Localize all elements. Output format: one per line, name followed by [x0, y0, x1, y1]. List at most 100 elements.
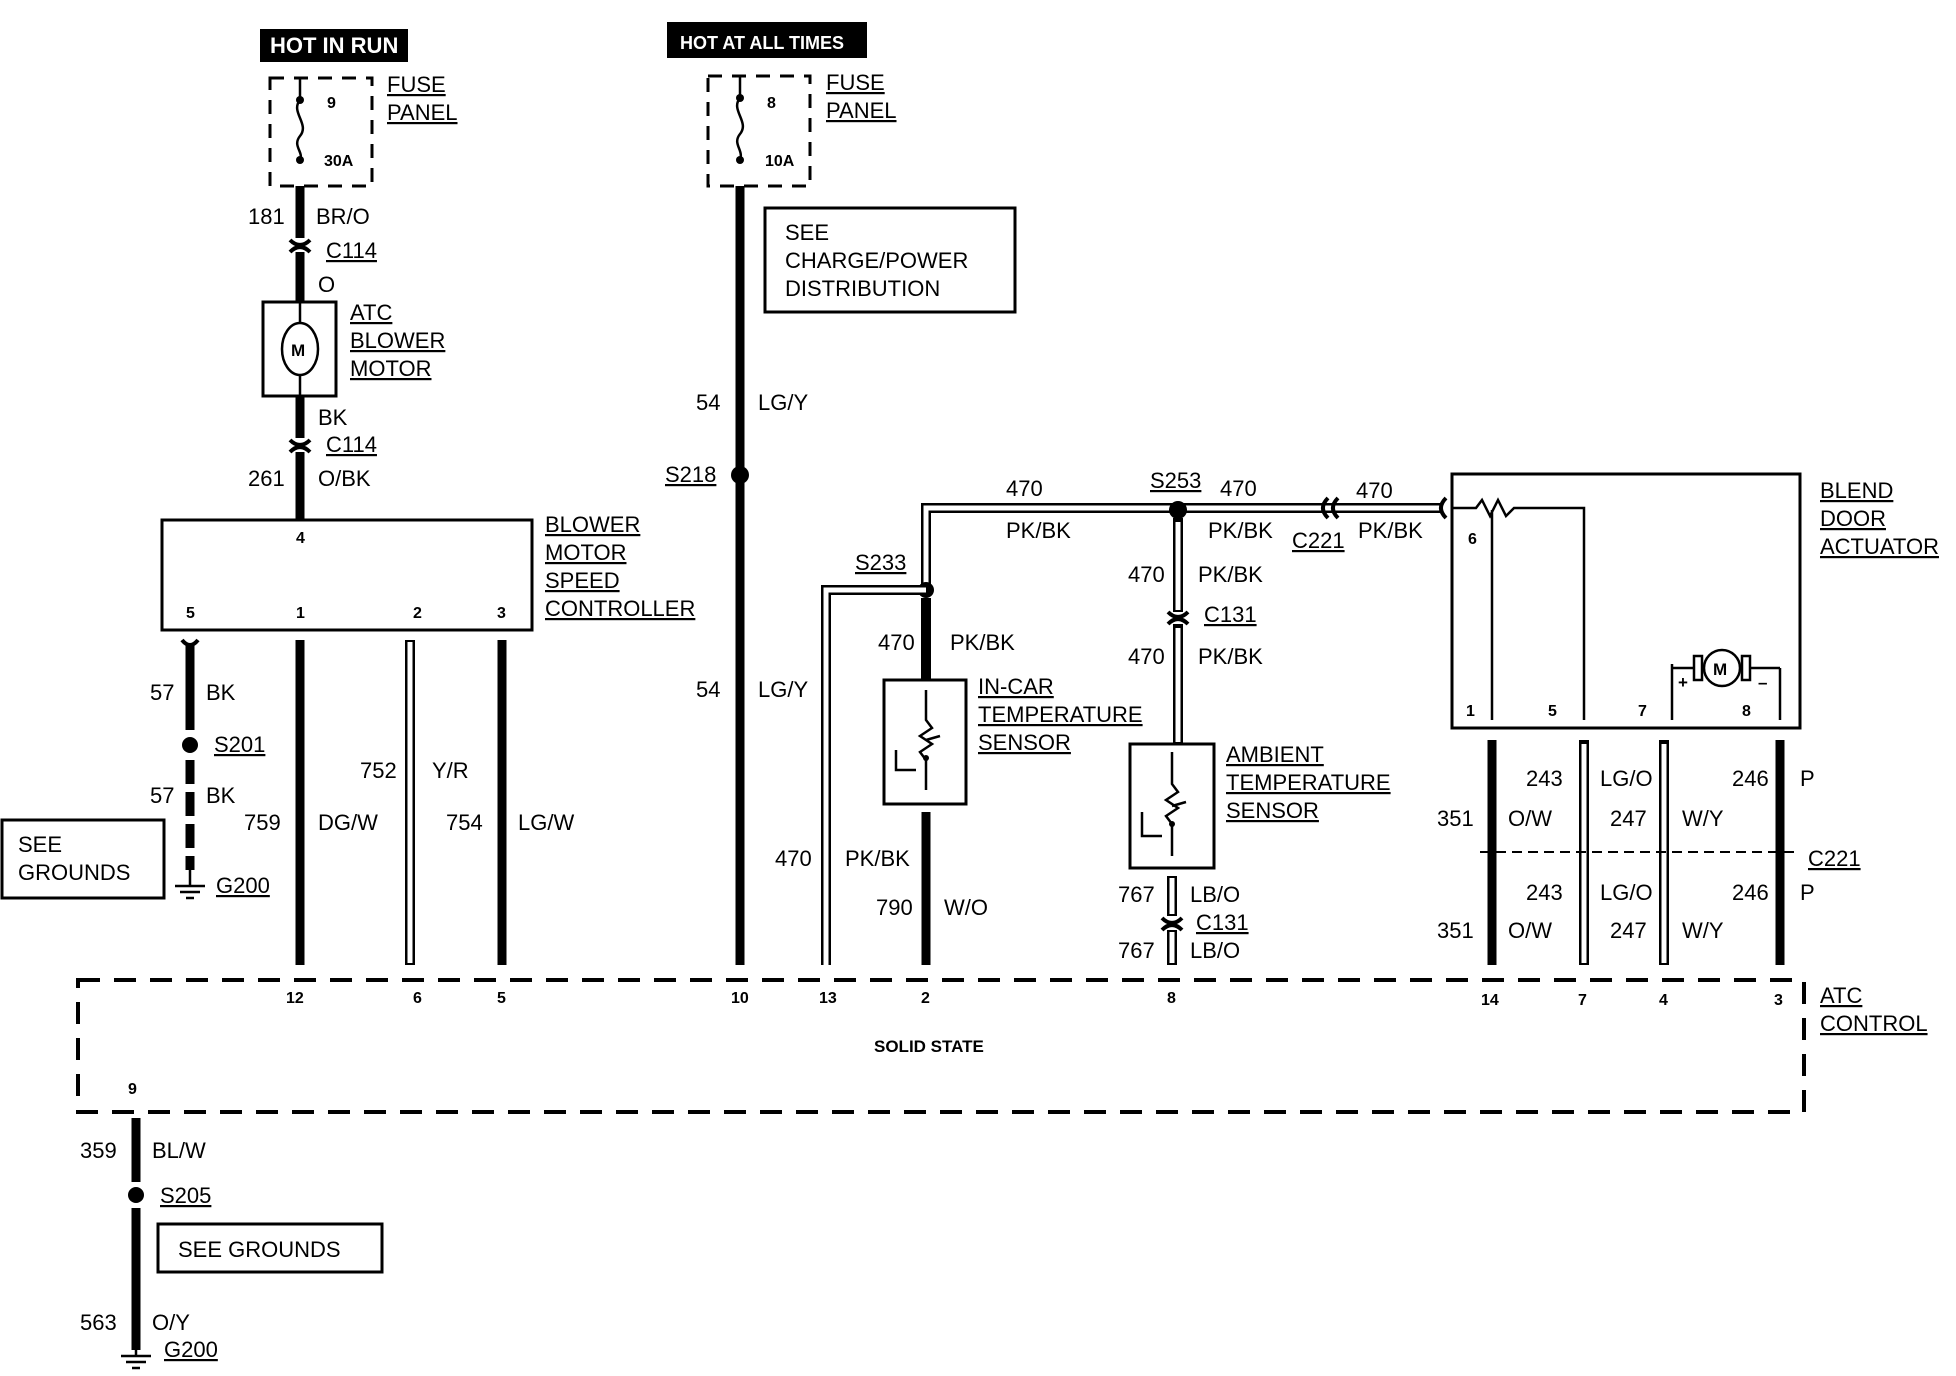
svg-text:BK: BK	[206, 783, 236, 808]
svg-text:9: 9	[128, 1081, 137, 1098]
svg-text:246: 246	[1732, 766, 1769, 791]
svg-text:470: 470	[775, 846, 812, 871]
svg-text:6: 6	[413, 990, 422, 1007]
svg-text:247: 247	[1610, 806, 1647, 831]
fuse-1-number: 9	[327, 95, 336, 112]
connector-c131-top	[1166, 610, 1190, 626]
bmsc-label-3: SPEED	[545, 568, 620, 593]
svg-text:563: 563	[80, 1310, 117, 1335]
svg-text:790: 790	[876, 895, 913, 920]
svg-text:351: 351	[1437, 806, 1474, 831]
svg-text:PK/BK: PK/BK	[950, 630, 1015, 655]
svg-text:S218: S218	[665, 462, 716, 487]
svg-text:2: 2	[921, 990, 930, 1007]
svg-text:S253: S253	[1150, 468, 1201, 493]
svg-text:LG/O: LG/O	[1600, 880, 1653, 905]
svg-text:LB/O: LB/O	[1190, 882, 1240, 907]
fuse-panel-1-box	[268, 76, 374, 188]
fuse-2-symbol	[735, 97, 745, 161]
svg-text:LG/Y: LG/Y	[758, 390, 808, 415]
svg-text:12: 12	[286, 990, 304, 1007]
svg-text:TEMPERATURE: TEMPERATURE	[978, 702, 1143, 727]
svg-text:10: 10	[731, 990, 749, 1007]
svg-text:7: 7	[1578, 992, 1587, 1009]
svg-text:+: +	[1678, 673, 1688, 692]
svg-text:8: 8	[1742, 703, 1751, 720]
svg-text:C221: C221	[1292, 528, 1345, 553]
svg-text:DOOR: DOOR	[1820, 506, 1886, 531]
svg-text:54: 54	[696, 390, 720, 415]
connector-c114-bottom	[288, 438, 312, 454]
svg-text:P: P	[1800, 880, 1815, 905]
svg-text:246: 246	[1732, 880, 1769, 905]
svg-text:5: 5	[1548, 703, 1557, 720]
svg-text:CONTROL: CONTROL	[1820, 1011, 1928, 1036]
svg-text:1: 1	[1466, 703, 1475, 720]
blend-potentiometer	[1452, 497, 1586, 720]
svg-text:BLEND: BLEND	[1820, 478, 1893, 503]
svg-text:C131: C131	[1196, 910, 1249, 935]
fuse-panel-1-label-1: FUSE	[387, 72, 446, 97]
svg-text:DG/W: DG/W	[318, 810, 378, 835]
blower-motor-speed-controller-box	[160, 518, 534, 632]
ambient-sensor-symbol	[1140, 752, 1187, 856]
svg-text:4: 4	[296, 530, 305, 547]
see-grounds-box-1	[0, 818, 166, 900]
svg-text:W/Y: W/Y	[1682, 806, 1724, 831]
splice-s201	[182, 737, 198, 753]
atc-blower-motor-label-1: ATC	[350, 300, 392, 325]
svg-text:PK/BK: PK/BK	[1358, 518, 1423, 543]
svg-text:SENSOR: SENSOR	[1226, 798, 1319, 823]
svg-text:LG/O: LG/O	[1600, 766, 1653, 791]
hot-at-all-times-header: HOT AT ALL TIMES	[680, 33, 844, 53]
svg-text:C114: C114	[326, 238, 377, 263]
svg-text:SENSOR: SENSOR	[978, 730, 1071, 755]
svg-text:ACTUATOR: ACTUATOR	[1820, 534, 1939, 559]
fuse-2-number: 8	[767, 95, 776, 112]
svg-text:752: 752	[360, 758, 397, 783]
svg-text:247: 247	[1610, 918, 1647, 943]
svg-text:261: 261	[248, 466, 285, 491]
hot-in-run-header-bg	[260, 29, 408, 62]
svg-text:PK/BK: PK/BK	[1198, 562, 1263, 587]
svg-text:O/BK: O/BK	[318, 466, 371, 491]
svg-text:181: 181	[248, 204, 285, 229]
connector-c221-top	[1321, 496, 1340, 520]
fuse-2-rating: 10A	[765, 153, 795, 170]
svg-text:3: 3	[1774, 992, 1783, 1009]
svg-text:SEE GROUNDS: SEE GROUNDS	[178, 1237, 341, 1262]
fuse-panel-2-box	[706, 74, 812, 188]
svg-text:G200: G200	[216, 873, 270, 898]
svg-text:PK/BK: PK/BK	[1006, 518, 1071, 543]
hot-in-run-header: HOT IN RUN	[270, 33, 398, 58]
svg-text:C114: C114	[326, 432, 377, 457]
svg-text:O/Y: O/Y	[152, 1310, 190, 1335]
svg-text:359: 359	[80, 1138, 117, 1163]
see-charge-line2: CHARGE/POWER	[785, 248, 968, 273]
svg-text:O/W: O/W	[1508, 806, 1552, 831]
see-charge-power-box	[763, 206, 1017, 314]
svg-text:M: M	[1713, 660, 1727, 679]
svg-text:3: 3	[497, 605, 506, 622]
svg-text:BL/W: BL/W	[152, 1138, 206, 1163]
svg-text:54: 54	[696, 677, 720, 702]
svg-text:W/Y: W/Y	[1682, 918, 1724, 943]
svg-text:C221: C221	[1808, 846, 1861, 871]
svg-text:767: 767	[1118, 882, 1155, 907]
ground-g200-symbol-2	[121, 1350, 151, 1370]
svg-text:5: 5	[186, 605, 195, 622]
atc-control-box	[76, 978, 1806, 1114]
svg-text:BR/O: BR/O	[316, 204, 370, 229]
svg-text:Y/R: Y/R	[432, 758, 469, 783]
svg-text:243: 243	[1526, 880, 1563, 905]
svg-text:C131: C131	[1204, 602, 1257, 627]
atc-solid-state: SOLID STATE	[874, 1037, 984, 1056]
svg-text:G200: G200	[164, 1337, 218, 1362]
svg-text:LG/W: LG/W	[518, 810, 574, 835]
svg-text:S205: S205	[160, 1183, 211, 1208]
svg-text:1: 1	[296, 605, 305, 622]
svg-text:7: 7	[1638, 703, 1647, 720]
svg-text:8: 8	[1167, 990, 1176, 1007]
blend-door-actuator-box	[1450, 472, 1802, 730]
